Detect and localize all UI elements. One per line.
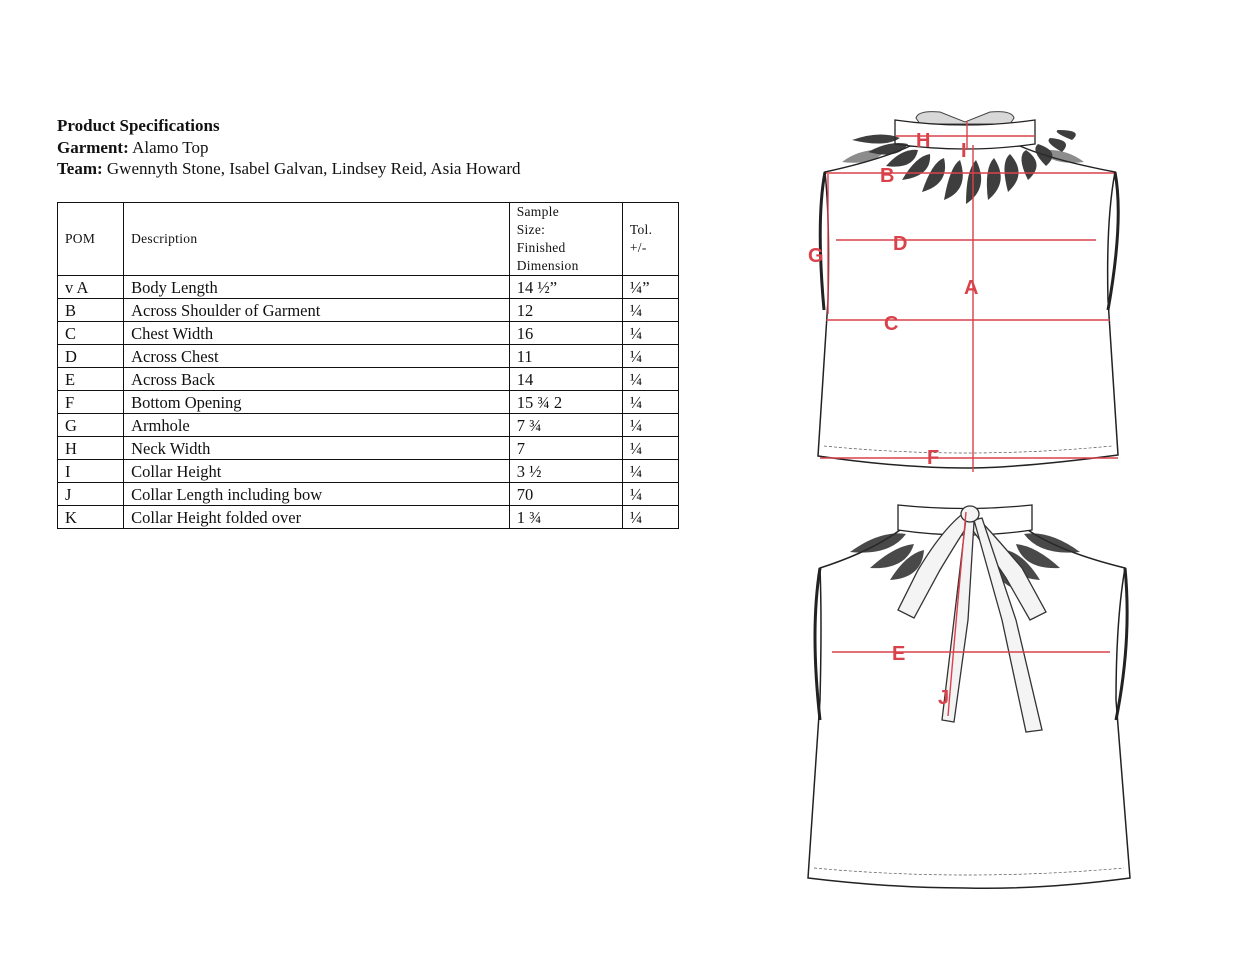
cell-tolerance: ¼ xyxy=(621,298,680,322)
cell-description: Across Back xyxy=(123,367,510,391)
cell-description: Body Length xyxy=(123,275,510,299)
measure-line-j xyxy=(947,511,967,717)
spec-table: POM Description Sample Size: Finished Di… xyxy=(56,202,680,529)
measure-label-d: D xyxy=(893,233,907,255)
cell-pom: F xyxy=(56,390,125,414)
cell-pom: C xyxy=(56,321,125,345)
page-title: Product Specifications xyxy=(57,116,220,135)
front-right-armhole xyxy=(1106,171,1120,311)
front-collar-band xyxy=(894,119,1036,150)
front-bow-peek xyxy=(915,111,1015,125)
cell-description: Armhole xyxy=(123,413,510,437)
cell-pom: K xyxy=(56,505,125,529)
header-sample-size: Sample Size: Finished Dimension xyxy=(508,202,623,276)
cell-tolerance: ¼ xyxy=(621,390,680,414)
cell-sample-size: 11 xyxy=(508,344,623,368)
table-header-row: POM Description Sample Size: Finished Di… xyxy=(56,202,680,276)
cell-pom: I xyxy=(56,459,125,483)
cell-sample-size: 7 xyxy=(508,436,623,460)
header-pom: POM xyxy=(56,202,125,276)
measure-label-a: A xyxy=(964,277,978,299)
measure-label-h: H xyxy=(916,130,930,152)
front-hem-stitch xyxy=(823,445,1113,454)
team-label: Team: xyxy=(57,159,103,178)
cell-description: Bottom Opening xyxy=(123,390,510,414)
cell-description: Neck Width xyxy=(123,436,510,460)
cell-sample-size: 70 xyxy=(508,482,623,506)
cell-tolerance: ¼ xyxy=(621,413,680,437)
cell-sample-size: 3 ½ xyxy=(508,459,623,483)
measure-label-b: B xyxy=(880,165,894,187)
cell-tolerance: ¼ xyxy=(621,344,680,368)
cell-pom: D xyxy=(56,344,125,368)
cell-description: Collar Height folded over xyxy=(123,505,510,529)
spec-header: Product Specifications Garment: Alamo To… xyxy=(57,115,521,180)
garment-line: Garment: Alamo Top xyxy=(57,137,521,159)
cell-sample-size: 12 xyxy=(508,298,623,322)
cell-description: Across Shoulder of Garment xyxy=(123,298,510,322)
cell-tolerance: ¼ xyxy=(621,459,680,483)
measure-label-e: E xyxy=(892,643,905,665)
cell-sample-size: 7 ¾ xyxy=(508,413,623,437)
front-view: A B C D F G H I xyxy=(808,111,1120,472)
team-line: Team: Gwennyth Stone, Isabel Galvan, Lin… xyxy=(57,158,521,180)
cell-tolerance: ¼ xyxy=(621,436,680,460)
cell-tolerance: ¼ xyxy=(621,321,680,345)
cell-pom: B xyxy=(56,298,125,322)
cell-description: Collar Length including bow xyxy=(123,482,510,506)
measure-label-f: F xyxy=(927,447,939,469)
cell-tolerance: ¼ xyxy=(621,505,680,529)
cell-pom: E xyxy=(56,367,125,391)
back-left-armhole xyxy=(813,567,822,721)
cell-description: Across Chest xyxy=(123,344,510,368)
team-value: Gwennyth Stone, Isabel Galvan, Lindsey R… xyxy=(106,159,521,178)
cell-sample-size: 16 xyxy=(508,321,623,345)
header-tolerance: Tol. +/- xyxy=(621,202,680,276)
bow-tie xyxy=(897,505,1047,733)
cell-sample-size: 14 ½” xyxy=(508,275,623,299)
garment-label: Garment: xyxy=(57,137,129,157)
header-description: Description xyxy=(123,202,510,276)
measure-label-c: C xyxy=(884,313,898,335)
back-right-armhole xyxy=(1114,567,1129,721)
cell-pom: H xyxy=(56,436,125,460)
cell-sample-size: 1 ¾ xyxy=(508,505,623,529)
cell-tolerance: ¼ xyxy=(621,482,680,506)
back-view: E J xyxy=(807,504,1131,890)
garment-flat-sketch: A B C D F G H I xyxy=(807,111,1131,890)
cell-pom: J xyxy=(56,482,125,506)
cell-description: Collar Height xyxy=(123,459,510,483)
back-body xyxy=(807,529,1131,890)
measure-label-g: G xyxy=(808,245,824,267)
cell-pom: v A xyxy=(56,275,125,299)
cell-tolerance: ¼” xyxy=(621,275,680,299)
front-left-armhole xyxy=(818,171,827,311)
measure-label-i: I xyxy=(961,140,967,162)
garment-value: Alamo Top xyxy=(132,137,209,157)
cell-description: Chest Width xyxy=(123,321,510,345)
cell-sample-size: 14 xyxy=(508,367,623,391)
measure-label-j: J xyxy=(938,687,949,709)
cell-tolerance: ¼ xyxy=(621,367,680,391)
cell-sample-size: 15 ¾ 2 xyxy=(508,390,623,414)
cell-pom: G xyxy=(56,413,125,437)
